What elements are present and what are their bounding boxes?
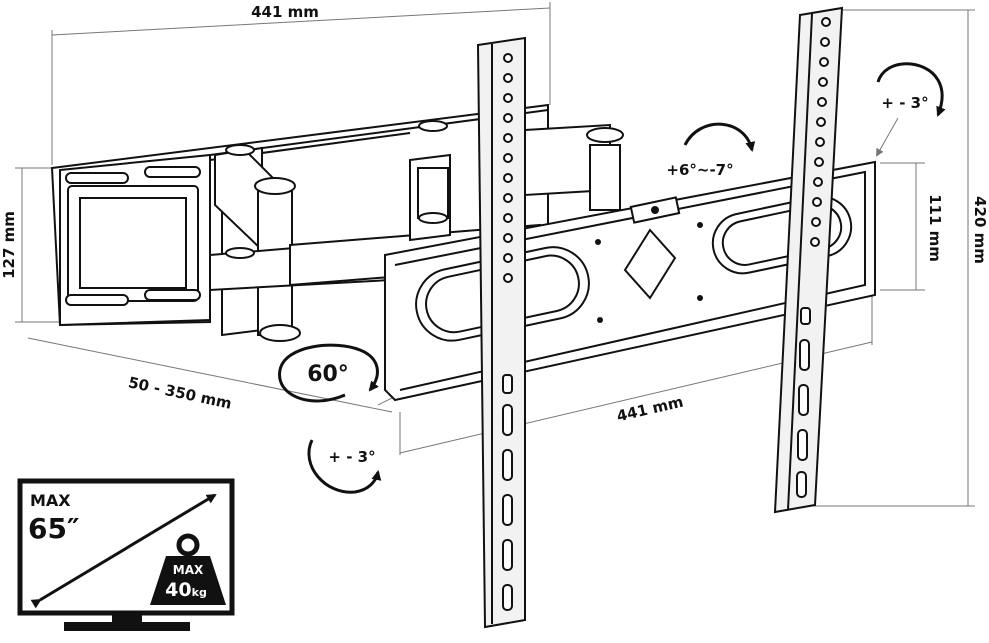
level-top-label: + - 3° — [881, 94, 928, 112]
tv-size-label: 65″ — [28, 512, 79, 545]
extension-label: 50 - 350 mm — [127, 373, 234, 413]
rail-right-holes — [796, 17, 831, 498]
curved-arrow-icon — [683, 122, 756, 152]
total-height-label: 420 mm — [971, 196, 989, 264]
vertical-rail-right — [773, 6, 844, 514]
rail-left-holes — [502, 53, 513, 611]
weight-max-label: MAX — [173, 563, 204, 577]
vertical-rail-left — [476, 36, 526, 629]
level-bottom-label: + - 3° — [328, 448, 375, 466]
curved-arrow-icon — [278, 343, 379, 403]
arm-assembly — [209, 120, 624, 342]
wall-plate-height-label: 127 mm — [0, 211, 18, 279]
bottom-width-label: 441 mm — [615, 393, 685, 426]
weight-icon: MAX 40kg — [150, 533, 226, 605]
tv-plate-height-label: 111 mm — [926, 194, 944, 262]
curved-arrow-icon — [307, 439, 382, 494]
weight-unit: kg — [192, 586, 207, 599]
curved-arrow-icon — [876, 62, 946, 117]
tilt-label: +6°~-7° — [666, 161, 733, 179]
dimension-lines — [15, 2, 975, 507]
top-width-label: 441 mm — [251, 3, 319, 21]
swivel-label: 60° — [307, 362, 349, 387]
weight-value: 40 — [165, 579, 191, 601]
weight-value-label: 40kg — [165, 579, 207, 601]
tv-max-label: MAX — [30, 491, 71, 510]
